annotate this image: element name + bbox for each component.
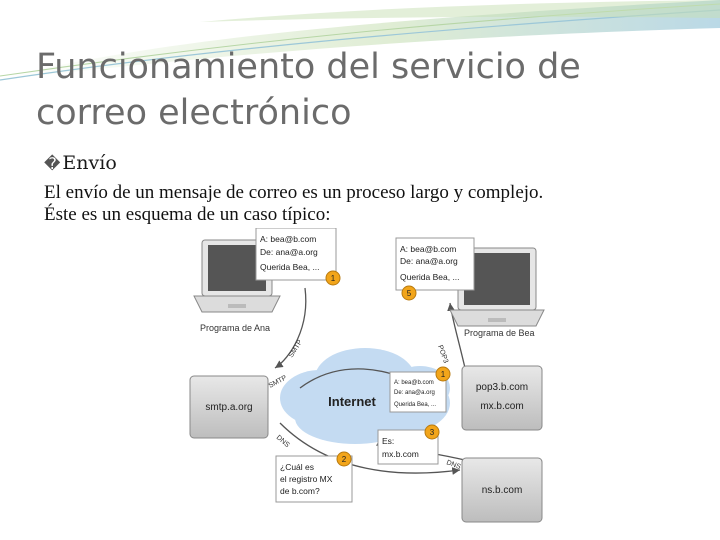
note-dns-answer: Es: mx.b.com [377,429,439,465]
note-dns-answer-line-1: Es: [382,436,394,446]
note-dns-answer-line-2: mx.b.com [382,449,419,459]
note-ana-line-3: Querida Bea, ... [260,262,320,272]
proto-pop3: POP3 [436,344,449,364]
arc-dns-query [279,422,461,475]
proto-dns-1: DNS [275,434,291,449]
proto-smtp-1: SMTP [288,339,304,359]
step-5-label: 5 [407,289,412,298]
note-bea: A: bea@b.com De: ana@a.org Querida Bea, … [395,237,475,291]
note-dns-question-line-1: ¿Cuál es [280,462,314,472]
arc-pop3-to-bea [447,302,466,369]
body-line-2: Éste es un esquema de un caso típico: [44,204,331,225]
slide-title: Funcionamiento del servicio de correo el… [36,47,581,133]
body-line-1: El envío de un mensaje de correo es un p… [44,182,544,203]
step-3-label: 3 [430,428,435,437]
bullet-text: Envío [62,152,117,174]
internet-label: Internet [328,394,376,409]
server-smtp: smtp.a.org [189,375,269,439]
note-bea-line-1: A: bea@b.com [400,244,456,254]
step-1-circle: 1 [325,270,341,286]
label-programa-bea: Programa de Bea [464,328,535,338]
header-decoration [0,0,720,81]
bullet-marker: � [44,154,61,173]
note-internet-line-1: A: bea@b.com [394,380,434,386]
note-dns-question-line-3: de b.com? [280,486,320,496]
step-5-circle: 5 [401,285,417,301]
server-smtp-label: smtp.a.org [205,402,252,413]
server-mx-label: mx.b.com [480,401,523,412]
note-ana-line-1: A: bea@b.com [260,234,316,244]
server-ns-label: ns.b.com [482,485,523,496]
bullet-heading: �Envío [44,152,117,174]
step-1b-label: 1 [441,370,446,379]
step-2-circle: 2 [336,451,352,467]
note-internet: A: bea@b.com De: ana@a.org Querida Bea, … [389,371,447,413]
server-pop3-mx: pop3.b.com mx.b.com [461,365,543,431]
server-pop3-label: pop3.b.com [476,382,528,393]
server-ns: ns.b.com [461,457,543,523]
label-programa-ana: Programa de Ana [200,323,270,333]
body-text: El envío de un mensaje de correo es un p… [44,182,694,226]
step-1-label: 1 [331,274,336,283]
arc-ana-to-smtp [274,287,307,369]
laptop-bea-icon [449,247,545,327]
note-bea-line-3: Querida Bea, ... [400,272,460,282]
note-ana: A: bea@b.com De: ana@a.org Querida Bea, … [255,228,337,281]
note-internet-line-2: De: ana@a.org [394,390,435,396]
proto-dns-2: DNS [445,459,462,471]
note-bea-line-2: De: ana@a.org [400,256,458,266]
step-3-circle: 3 [424,424,440,440]
step-2-label: 2 [342,455,347,464]
note-dns-question-line-2: el registro MX [280,474,333,484]
note-internet-line-3: Querida Bea, ... [394,402,436,408]
step-1b-circle: 1 [435,366,451,382]
note-ana-line-2: De: ana@a.org [260,247,318,257]
email-flow-diagram: Programa de Ana A: bea@b.com De: ana@a.o… [189,228,545,523]
